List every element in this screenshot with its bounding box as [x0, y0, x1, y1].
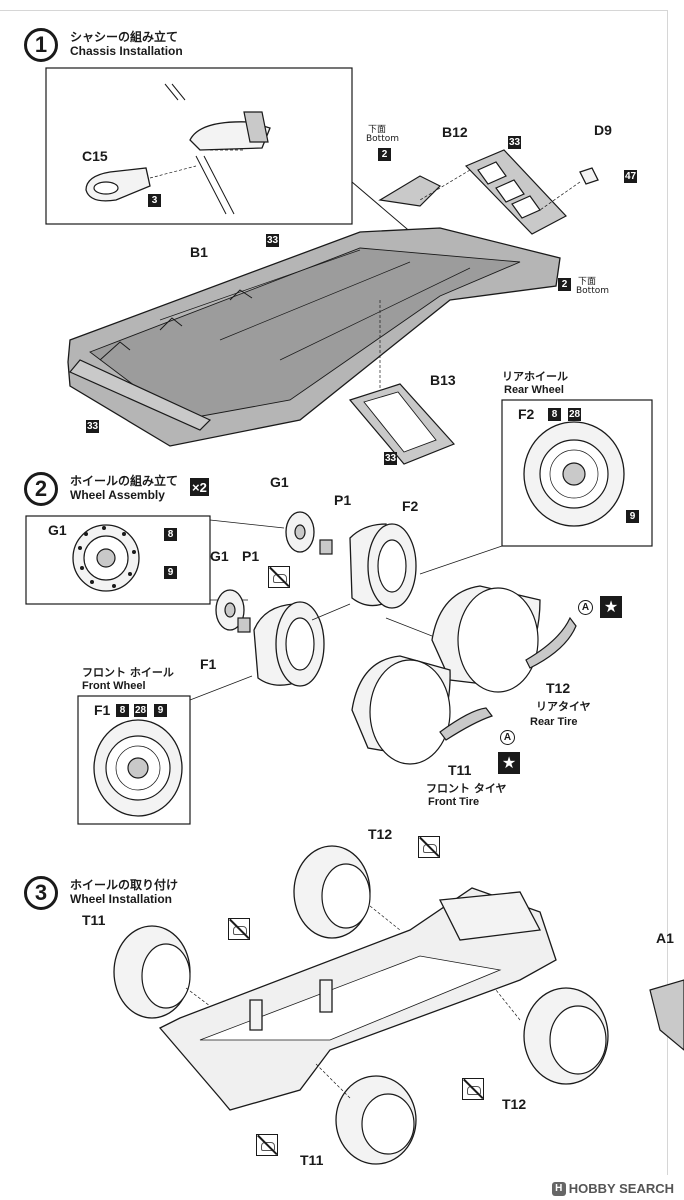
a1-part: [649, 979, 684, 1051]
d9-part: [579, 167, 599, 185]
label-t11-front-tire: T11: [448, 762, 472, 778]
color-chip-c15: 3: [148, 194, 161, 207]
label-t12-top: T12: [368, 826, 393, 842]
bottom-note-left-ja: 下面: [368, 125, 387, 135]
no-glue-icon-top: [418, 836, 440, 858]
bottom-note-right-en: Bottom: [576, 286, 610, 296]
front-wheel-color-a: 8: [116, 704, 129, 717]
front-tire-marker-a: A: [500, 730, 515, 745]
color-chip-b12: 33: [508, 136, 522, 149]
label-g1-front: G1: [210, 548, 229, 564]
top-rule: [0, 10, 668, 11]
inset-g1-color-bottom: 9: [164, 566, 177, 579]
front-wheel-caption-ja: フロント ホイール: [82, 666, 174, 679]
front-wheel-color-b: 28: [134, 704, 148, 717]
label-d9: D9: [594, 122, 612, 138]
bottom-note-left-en: Bottom: [366, 134, 400, 144]
rear-tire-caption-en: Rear Tire: [530, 716, 578, 728]
front-wheel-part-label: F1: [94, 702, 111, 718]
rear-wheel-color-c: 9: [626, 510, 639, 523]
hobby-search-watermark: H HOBBY SEARCH: [551, 1181, 674, 1196]
color-chip-bottom-left: 2: [378, 148, 391, 161]
no-glue-icon-right: [462, 1078, 484, 1100]
label-t12-right: T12: [502, 1096, 527, 1112]
watermark-text: HOBBY SEARCH: [568, 1181, 674, 1196]
step-3-badge: 3: [24, 876, 58, 910]
no-glue-icon-left: [228, 918, 250, 940]
label-t12-rear-tire: T12: [546, 680, 571, 696]
color-chip-chassis-left: 33: [86, 420, 100, 433]
label-t11-bottom: T11: [300, 1152, 324, 1168]
front-wheel-caption-en: Front Wheel: [82, 680, 146, 692]
label-p1-front: P1: [242, 548, 260, 564]
label-f1: F1: [200, 656, 217, 672]
rear-wheel-part-label: F2: [518, 406, 535, 422]
step-2-badge: 2: [24, 472, 58, 506]
rear-wheel-caption-ja: リアホイール: [502, 370, 568, 383]
step-2-title-ja: ホイールの組み立て: [70, 474, 179, 488]
label-a1: A1: [656, 930, 674, 946]
rear-wheel-color-a: 8: [548, 408, 561, 421]
no-glue-icon-bottom: [256, 1134, 278, 1156]
step-2-number: 2: [34, 476, 48, 501]
label-p1-rear: P1: [334, 492, 352, 508]
color-chip-b13: 33: [384, 452, 398, 465]
label-t11-left: T11: [82, 912, 106, 928]
front-tire-caption-ja: フロント タイヤ: [426, 782, 507, 795]
color-chip-chassis-front: 33: [266, 234, 280, 247]
color-chip-d9: 47: [624, 170, 638, 183]
label-b1: B1: [190, 244, 208, 260]
label-g1-rear: G1: [270, 474, 289, 490]
bottom-note-right-ja: 下面: [578, 277, 597, 287]
front-tire-star-icon: ★: [498, 752, 520, 774]
step-3-number: 3: [34, 880, 48, 905]
front-wheel-color-c: 9: [154, 704, 167, 717]
hobby-search-logo-icon: H: [551, 1181, 566, 1196]
color-chip-bottom-right: 2: [558, 278, 571, 291]
rear-wheel-caption-en: Rear Wheel: [504, 384, 564, 396]
label-b12: B12: [442, 124, 468, 140]
inset-g1-color-top: 8: [164, 528, 177, 541]
label-c15: C15: [82, 148, 108, 164]
step-1-number: 1: [34, 32, 48, 57]
rear-wheel-color-b: 28: [568, 408, 582, 421]
no-glue-icon: [268, 566, 290, 588]
rear-tire-caption-ja: リアタイヤ: [536, 700, 591, 713]
step-1-badge: 1: [24, 28, 58, 62]
step-1-title-ja: シャシーの組み立て: [70, 30, 179, 44]
step-3-title-en: Wheel Installation: [70, 892, 173, 906]
multiplier-badge: ×2: [190, 478, 209, 496]
inset-label-g1: G1: [48, 522, 67, 538]
step-1-title-en: Chassis Installation: [70, 44, 183, 58]
rear-tire-marker-a: A: [578, 600, 593, 615]
right-rule: [667, 10, 668, 1175]
front-tire-caption-en: Front Tire: [428, 796, 480, 808]
step-3-title-ja: ホイールの取り付け: [70, 878, 179, 892]
step-2-title-en: Wheel Assembly: [70, 488, 165, 502]
rear-tire-star-icon: ★: [600, 596, 622, 618]
label-f2: F2: [402, 498, 419, 514]
label-b13: B13: [430, 372, 456, 388]
